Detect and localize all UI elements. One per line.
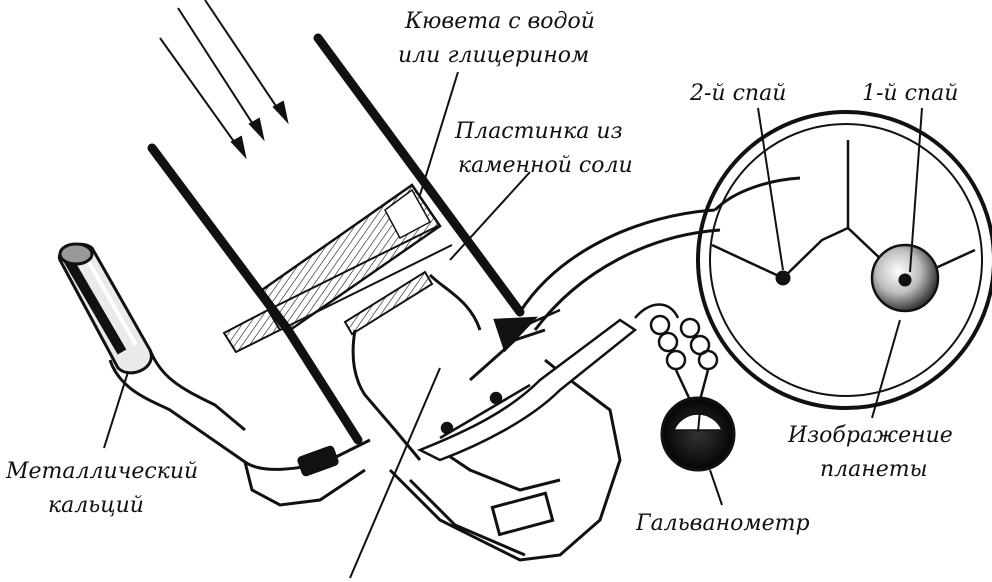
rock-salt-plate (222, 224, 453, 354)
galvanometer-label: Гальванометр (635, 511, 810, 536)
field-of-view (696, 110, 992, 410)
junction2-label: 2-й спай (689, 81, 786, 106)
leader-lines (103, 71, 923, 579)
calcium-tube (57, 242, 371, 507)
calcium-label-line1: Металлический (5, 459, 198, 484)
labels: Кювета с водой или глицерином Пластинка … (5, 9, 958, 536)
thermo-strip (343, 270, 434, 336)
cuvette-label-line1: Кювета с водой (404, 9, 595, 34)
cuvette-label-line2: или глицерином (398, 43, 589, 68)
light-rays (159, 0, 289, 160)
planet-label-line2: планеты (820, 457, 928, 482)
junction2-point (775, 270, 791, 286)
galvanometer-icon (660, 396, 736, 506)
plate-label-line2: каменной соли (458, 153, 633, 178)
cuvette (147, 33, 525, 445)
planet-label-line1: Изображение (787, 423, 953, 448)
junction1-point (898, 273, 912, 287)
thermocouple-capsule (416, 308, 638, 462)
calcium-label-line2: кальций (48, 493, 144, 518)
plate-label-line1: Пластинка из (454, 119, 623, 144)
coil-wire (634, 303, 719, 401)
junction1-label: 1-й спай (862, 81, 958, 106)
cuvette-liquid (260, 183, 442, 332)
vacuum-vessel (351, 208, 721, 562)
